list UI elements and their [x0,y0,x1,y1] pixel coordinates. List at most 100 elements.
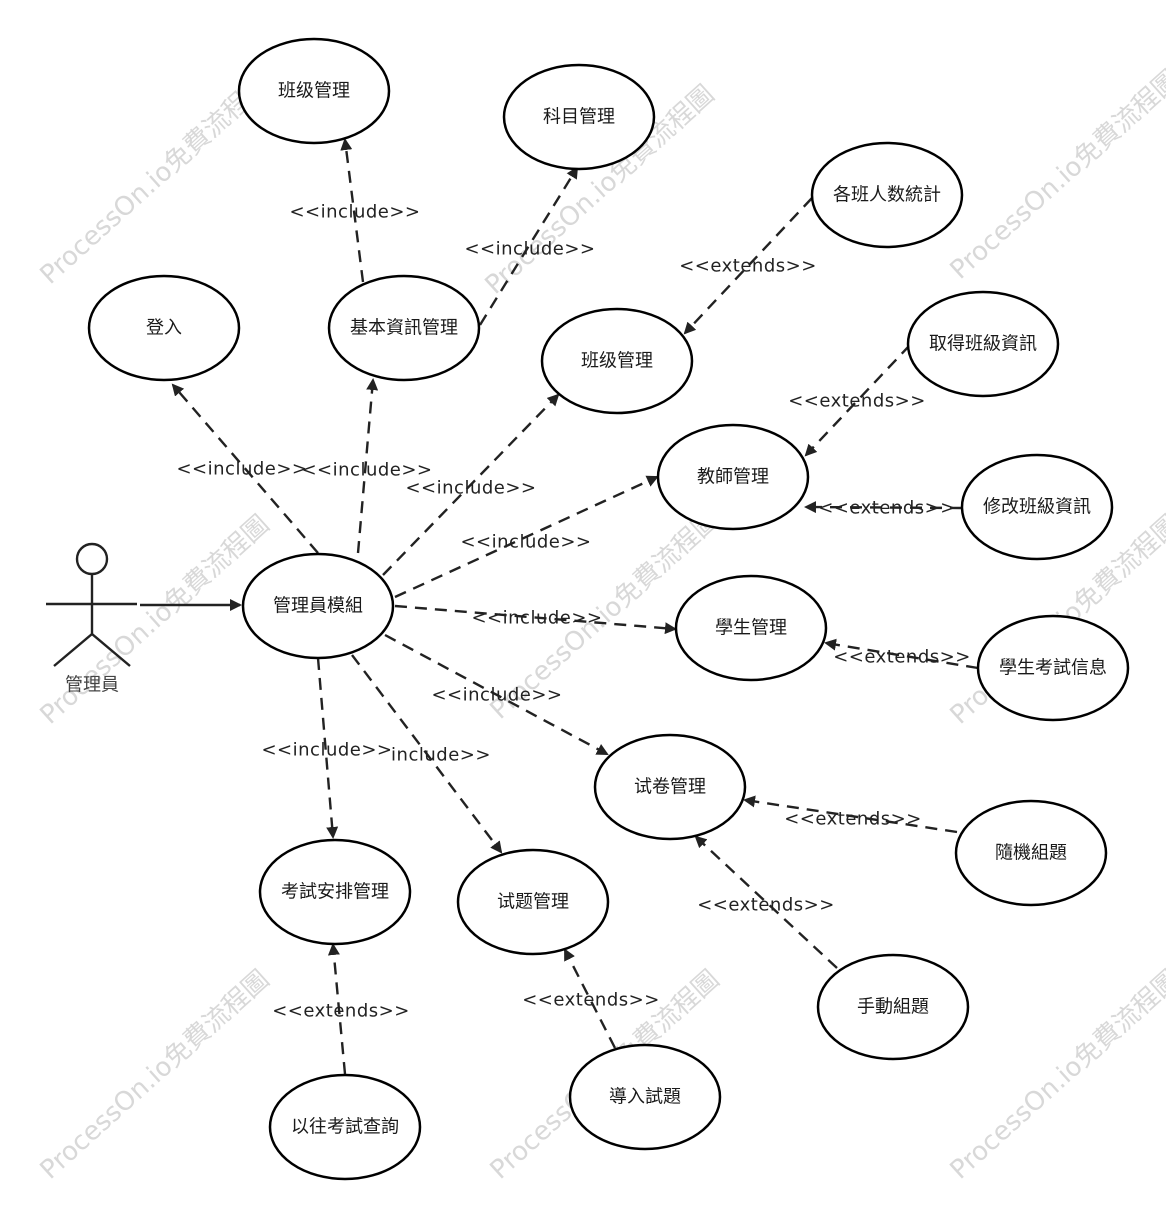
extends-edge-getinfo-to-teacher[interactable] [804,344,911,457]
use-case-label: 科目管理 [543,107,615,128]
use-case-ellipse [906,290,1060,398]
use-case-student-mgmt[interactable]: 學生管理 [674,574,828,682]
use-case-label: 登入 [146,318,182,339]
use-case-paper-mgmt[interactable]: 试卷管理 [593,733,747,841]
relation-label: <<include>> [176,459,307,480]
use-case-ellipse [268,1073,422,1181]
watermark-text: ProcessOn.io免費流程圖 [35,509,276,730]
use-case-import-questions[interactable]: 導入試題 [568,1043,722,1151]
extends-edge-past-to-schedule[interactable] [327,943,347,1075]
use-case-ellipse [816,953,970,1061]
relation-label: <<extends>> [833,647,971,668]
actor-head [75,542,109,576]
use-case-label: 试题管理 [497,892,569,913]
relation-label: <<extends>> [272,1001,410,1022]
include-edge-admin-to-question[interactable] [351,654,503,854]
use-case-ellipse [976,614,1130,722]
use-case-ellipse [327,274,481,382]
extends-edge-manual-to-paper[interactable] [694,835,838,969]
extends-edge-stats-to-class[interactable] [683,197,813,335]
extends-edge-random-to-paper[interactable] [743,795,958,834]
use-case-manual-compose[interactable]: 手動組題 [816,953,970,1061]
use-case-label: 取得班級資訊 [929,334,1037,355]
relation-label: <<extends>> [784,809,922,830]
use-case-label: 教師管理 [697,467,769,488]
relation-label: <<include>> [471,608,602,629]
use-case-past-exam-query[interactable]: 以往考試查詢 [268,1073,422,1181]
include-edge-basic-to-subject[interactable] [478,166,579,326]
use-case-label: 考試安排管理 [281,882,389,903]
watermark-text: ProcessOn.io免費流程圖 [35,964,276,1185]
use-case-ellipse [237,37,391,145]
actor-label: 管理員 [65,675,119,696]
include-edge-admin-to-login[interactable] [171,383,319,554]
relation-label: <<include>> [289,202,420,223]
use-case-ellipse [258,838,412,946]
use-case-ellipse [810,141,964,249]
use-case-label: 隨機組題 [995,843,1067,864]
use-case-student-exam-info[interactable]: 學生考試信息 [976,614,1130,722]
use-case-ellipse [954,799,1108,907]
use-case-ellipse [502,63,656,171]
include-edge-basic-to-class-top[interactable] [340,138,365,283]
relation-label-layer: <<include>> <<include>> <<extends>> <<in… [176,202,970,1022]
relation-label: <<extends>> [788,391,926,412]
use-case-ellipse [593,733,747,841]
include-edge-admin-to-teacher[interactable] [394,475,659,599]
use-case-label: 手動組題 [857,997,929,1018]
use-case-class-stats[interactable]: 各班人数統計 [810,141,964,249]
use-case-ellipse [674,574,828,682]
use-case-label: 學生考試信息 [999,658,1107,679]
include-edge-admin-to-paper[interactable] [384,633,609,756]
use-case-class-mgmt-top[interactable]: 班级管理 [237,37,391,145]
use-case-label: 班级管理 [278,81,350,102]
use-case-admin-module[interactable]: 管理員模組 [241,552,395,660]
relation-layer [140,138,979,1075]
use-case-label: 管理員模組 [273,596,363,617]
relation-label: <<include>> [261,740,392,761]
use-case-label: 以往考試查詢 [291,1117,399,1138]
include-edge-admin-to-basic[interactable] [356,378,379,554]
extends-edge-examinfo-to-student[interactable] [824,638,979,670]
use-case-label: 班级管理 [581,351,653,372]
relation-label: <<include>> [460,532,591,553]
relation-label: <<include>> [431,685,562,706]
use-case-label: 導入試題 [609,1087,681,1108]
use-case-exam-schedule-mgmt[interactable]: 考試安排管理 [258,838,412,946]
use-case-ellipse [960,453,1114,561]
use-case-ellipse [540,307,694,415]
use-case-get-class-info[interactable]: 取得班級資訊 [906,290,1060,398]
use-case-ellipse [568,1043,722,1151]
use-case-modify-class-info[interactable]: 修改班級資訊 [960,453,1114,561]
watermark-text: ProcessOn.io免費流程圖 [35,69,276,290]
include-edge-admin-to-class[interactable] [382,393,560,576]
use-case-label: 基本資訊管理 [350,318,458,339]
include-edge-admin-to-student[interactable] [394,604,677,635]
actor-figure[interactable]: 管理員 [46,542,137,696]
use-case-teacher-mgmt[interactable]: 教師管理 [656,423,810,531]
actor-left-leg [53,633,93,667]
use-case-label: 學生管理 [715,618,787,639]
watermark-text: ProcessOn.io免費流程圖 [945,64,1166,285]
use-case-question-mgmt[interactable]: 试题管理 [456,848,610,956]
include-edge-admin-to-schedule[interactable] [316,657,339,839]
use-case-label: 各班人数統計 [833,185,941,206]
relation-label: <<include>> [301,460,432,481]
use-case-label: 试卷管理 [634,777,706,798]
use-case-basic-info-mgmt[interactable]: 基本資訊管理 [327,274,481,382]
use-case-class-mgmt[interactable]: 班级管理 [540,307,694,415]
use-case-random-compose[interactable]: 隨機組題 [954,799,1108,907]
use-case-ellipse [456,848,610,956]
extends-edge-modify-to-teacher[interactable] [804,501,963,514]
relation-label: <<extends>> [679,256,817,277]
extends-edge-import-to-question[interactable] [563,948,617,1049]
use-case-subject-mgmt[interactable]: 科目管理 [502,63,656,171]
relation-label: <<extends>> [522,990,660,1011]
use-case-ellipse [656,423,810,531]
actor-right-leg [91,633,131,667]
use-case-login[interactable]: 登入 [87,274,241,382]
relation-label: <<extends>> [818,498,956,519]
use-case-label: 修改班級資訊 [983,497,1091,518]
watermark-text: ProcessOn.io免費流程圖 [945,964,1166,1185]
